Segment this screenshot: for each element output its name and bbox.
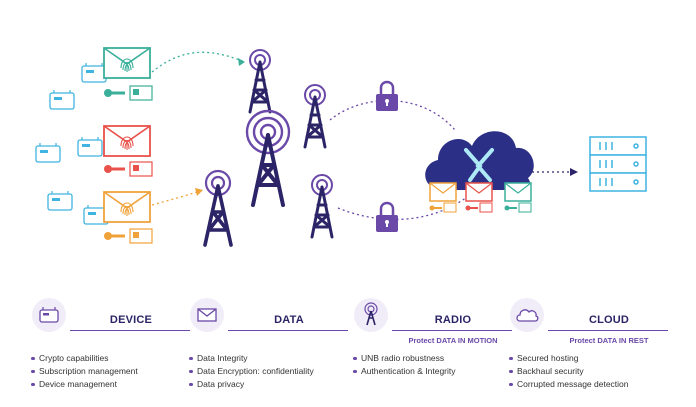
- sensor-chip-icon: [77, 136, 103, 157]
- padlock-icon: [376, 201, 398, 232]
- list-item: Secured hosting: [508, 352, 678, 365]
- antenna-tower-icon: [310, 174, 334, 239]
- section-divider: [392, 330, 512, 332]
- section-divider: [228, 330, 348, 332]
- cloud-icon: [510, 298, 544, 332]
- section-subtitle: Protect DATA IN MOTION: [408, 336, 498, 345]
- fingerprint-envelope-icon: [504, 182, 532, 213]
- fingerprint-envelope-icon: [429, 182, 457, 213]
- list-item: Authentication & Integrity: [352, 365, 522, 378]
- fingerprint-envelope-icon: [103, 191, 153, 244]
- fingerprint-envelope-icon: [465, 182, 493, 213]
- bullet-list: UNB radio robustness Authentication & In…: [352, 352, 522, 378]
- antenna-tower-icon: [248, 49, 272, 114]
- device-icon: [32, 298, 66, 332]
- section-divider: [70, 330, 190, 332]
- list-item: Crypto capabilities: [30, 352, 200, 365]
- section-divider: [548, 330, 668, 332]
- section-subtitle: Protect DATA IN REST: [569, 336, 649, 345]
- sensor-chip-icon: [47, 190, 73, 211]
- sensor-chip-icon: [81, 62, 107, 83]
- list-item: Subscription management: [30, 365, 200, 378]
- list-item: Data Encryption: confidentiality: [188, 365, 358, 378]
- section-title: DEVICE: [109, 314, 153, 326]
- list-item: UNB radio robustness: [352, 352, 522, 365]
- bullet-list: Crypto capabilities Subscription managem…: [30, 352, 200, 391]
- section-title: DATA: [274, 314, 304, 326]
- sensor-chip-icon: [49, 89, 75, 110]
- section-title: CLOUD: [588, 314, 630, 326]
- list-item: Data Integrity: [188, 352, 358, 365]
- antenna-tower-icon: [203, 169, 233, 247]
- bullet-list: Secured hosting Backhaul security Corrup…: [508, 352, 678, 391]
- bullet-list: Data Integrity Data Encryption: confiden…: [188, 352, 358, 391]
- fingerprint-envelope-icon: [103, 125, 153, 177]
- antenna-tower-icon: [303, 84, 327, 149]
- list-item: Device management: [30, 378, 200, 391]
- list-item: Data privacy: [188, 378, 358, 391]
- sensor-chip-icon: [35, 142, 61, 163]
- fingerprint-envelope-icon: [103, 47, 153, 101]
- section-title: RADIO: [434, 314, 472, 326]
- antenna-icon: [354, 298, 388, 332]
- antenna-tower-icon: [245, 109, 291, 207]
- list-item: Backhaul security: [508, 365, 678, 378]
- envelope-icon: [190, 298, 224, 332]
- security-diagram: [35, 47, 647, 247]
- server-rack-icon: [589, 136, 647, 192]
- list-item: Corrupted message detection: [508, 378, 678, 391]
- cloud-logo-icon: [425, 131, 534, 193]
- padlock-icon: [376, 80, 398, 111]
